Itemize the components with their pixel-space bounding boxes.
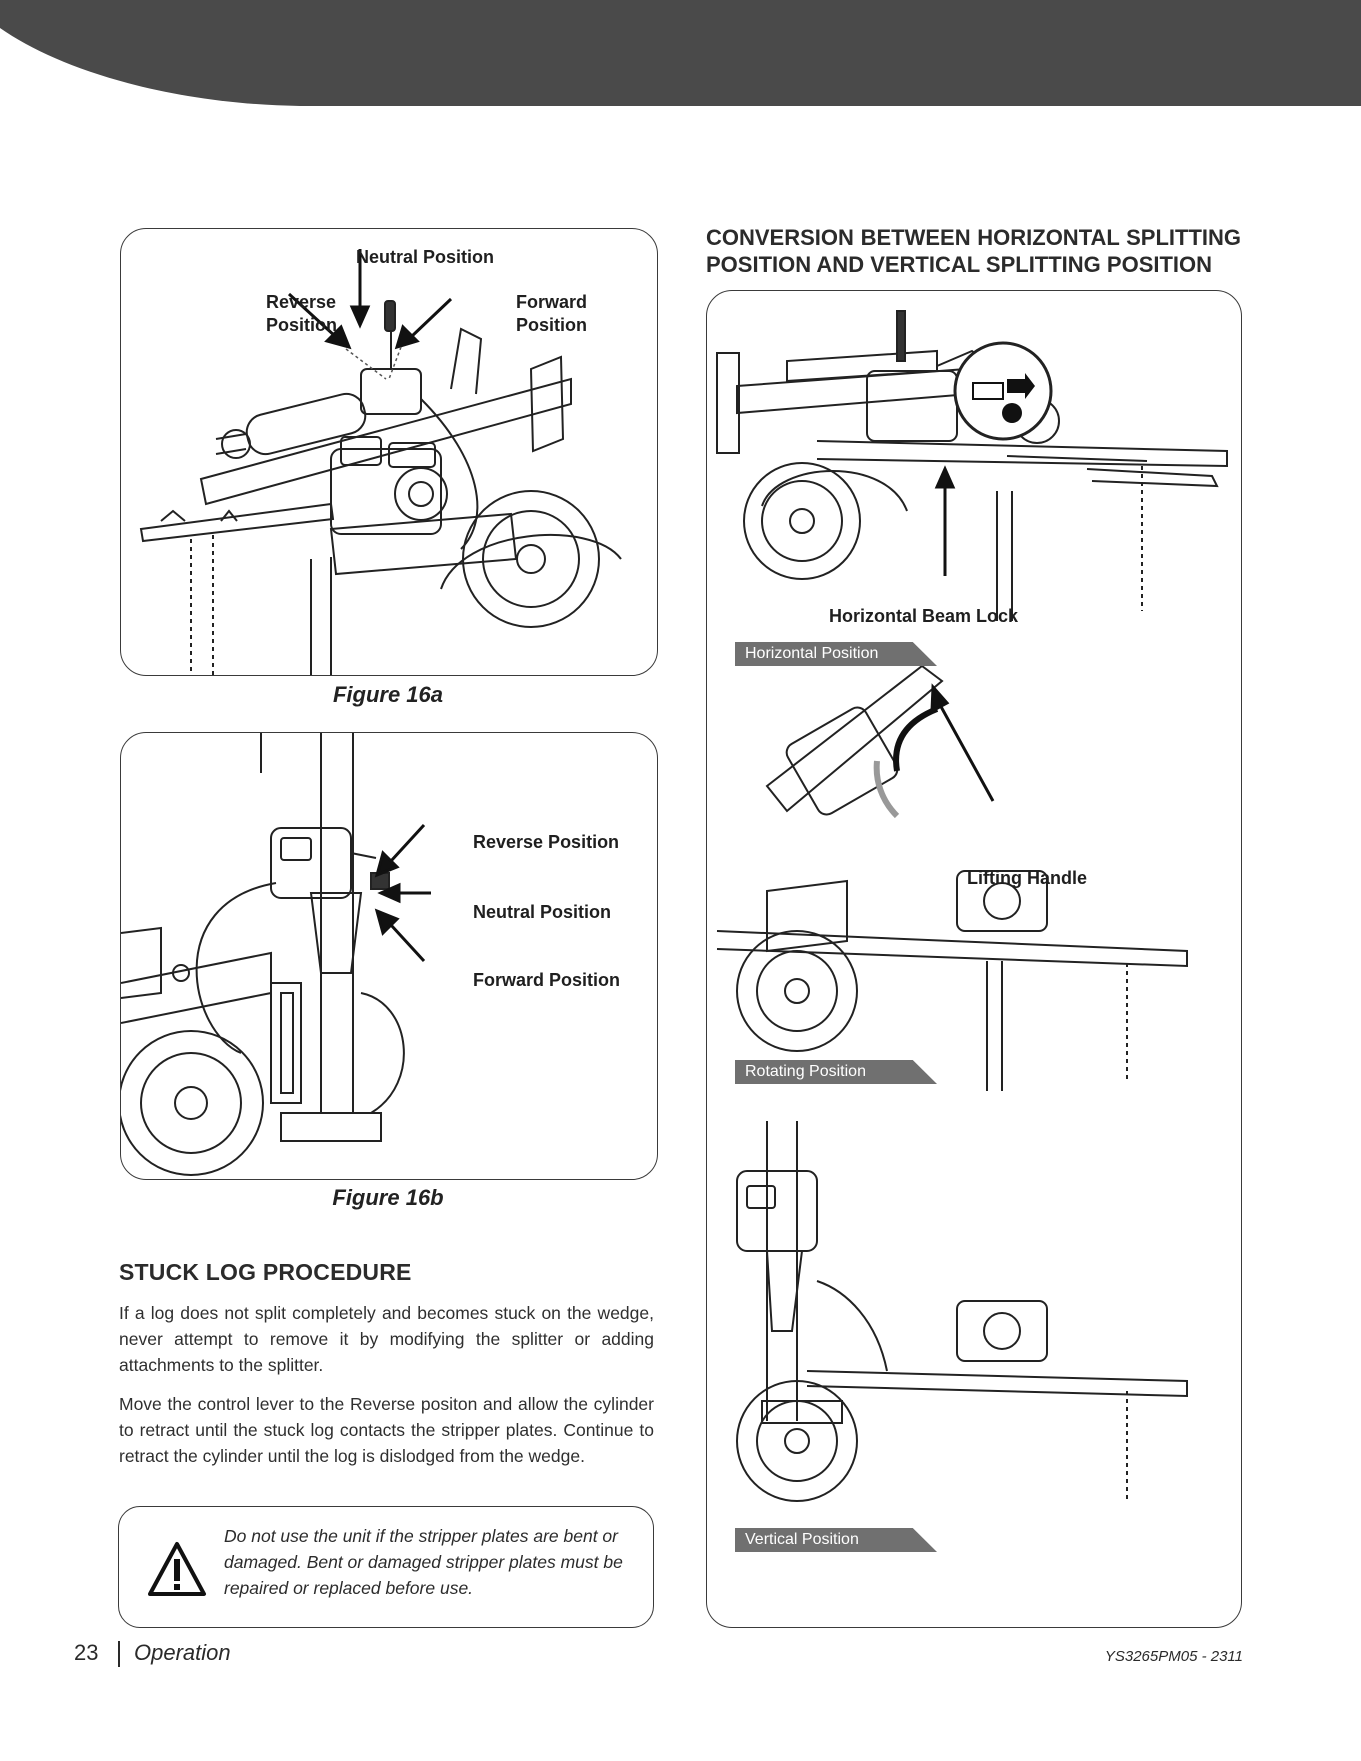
warning-box: Do not use the unit if the stripper plat… [118,1506,654,1628]
stuck-log-paragraph-2: Move the control lever to the Reverse po… [119,1394,654,1466]
fig16a-reverse-line2: Position [266,315,337,335]
figure-16b-illustration [121,733,431,1176]
footer-model: YS3265PM05 - 2311 [1104,1648,1243,1665]
conversion-heading: CONVERSION BETWEEN HORIZONTAL SPLITTING … [706,224,1241,278]
footer-section: Operation [134,1640,231,1665]
fig16a-forward-label: Forward Position [516,291,587,337]
figure-16b-frame: Reverse Position Neutral Position Forwar… [120,732,658,1180]
figure-16b-caption: Figure 16b [332,1185,444,1210]
fig16a-forward-line2: Position [516,315,587,335]
conversion-heading-line1: CONVERSION BETWEEN HORIZONTAL SPLITTING [706,225,1241,250]
stuck-log-paragraph-1: If a log does not split completely and b… [119,1303,654,1375]
lifting-handle-label: Lifting Handle [967,868,1087,888]
conversion-heading-line2: POSITION AND VERTICAL SPLITTING POSITION [706,252,1213,277]
fig16b-neutral-label: Neutral Position [473,902,612,922]
conversion-illustration [716,310,1228,1502]
fig16a-reverse-line1: Reverse [266,292,337,312]
figure-16a-frame: Neutral Position Reverse Position Forwar… [120,228,658,676]
horizontal-position-banner: Horizontal Position [735,642,937,666]
footer-page-number: 23 [74,1640,99,1665]
fig16a-reverse-label: Reverse Position [266,291,337,337]
rotating-position-banner: Rotating Position [735,1060,937,1084]
conversion-figure-frame: Horizontal Beam Lock Horizontal Position… [706,290,1242,1628]
fig16b-reverse-label: Reverse Position [473,832,620,852]
figure-16a-illustration [139,249,622,675]
footer-divider [118,1641,120,1667]
warning-triangle-icon [148,1542,206,1596]
header-band [0,0,1361,106]
stuck-log-heading: STUCK LOG PROCEDURE [119,1259,412,1285]
fig16a-forward-line1: Forward [516,292,588,312]
fig16a-neutral-label: Neutral Position [356,247,495,267]
warning-text: Do not use the unit if the stripper plat… [224,1526,623,1598]
figure-16a-caption: Figure 16a [332,682,444,707]
fig16b-forward-label: Forward Position [473,970,621,990]
vertical-position-banner: Vertical Position [735,1528,937,1552]
beam-lock-label: Horizontal Beam Lock [829,606,1019,626]
